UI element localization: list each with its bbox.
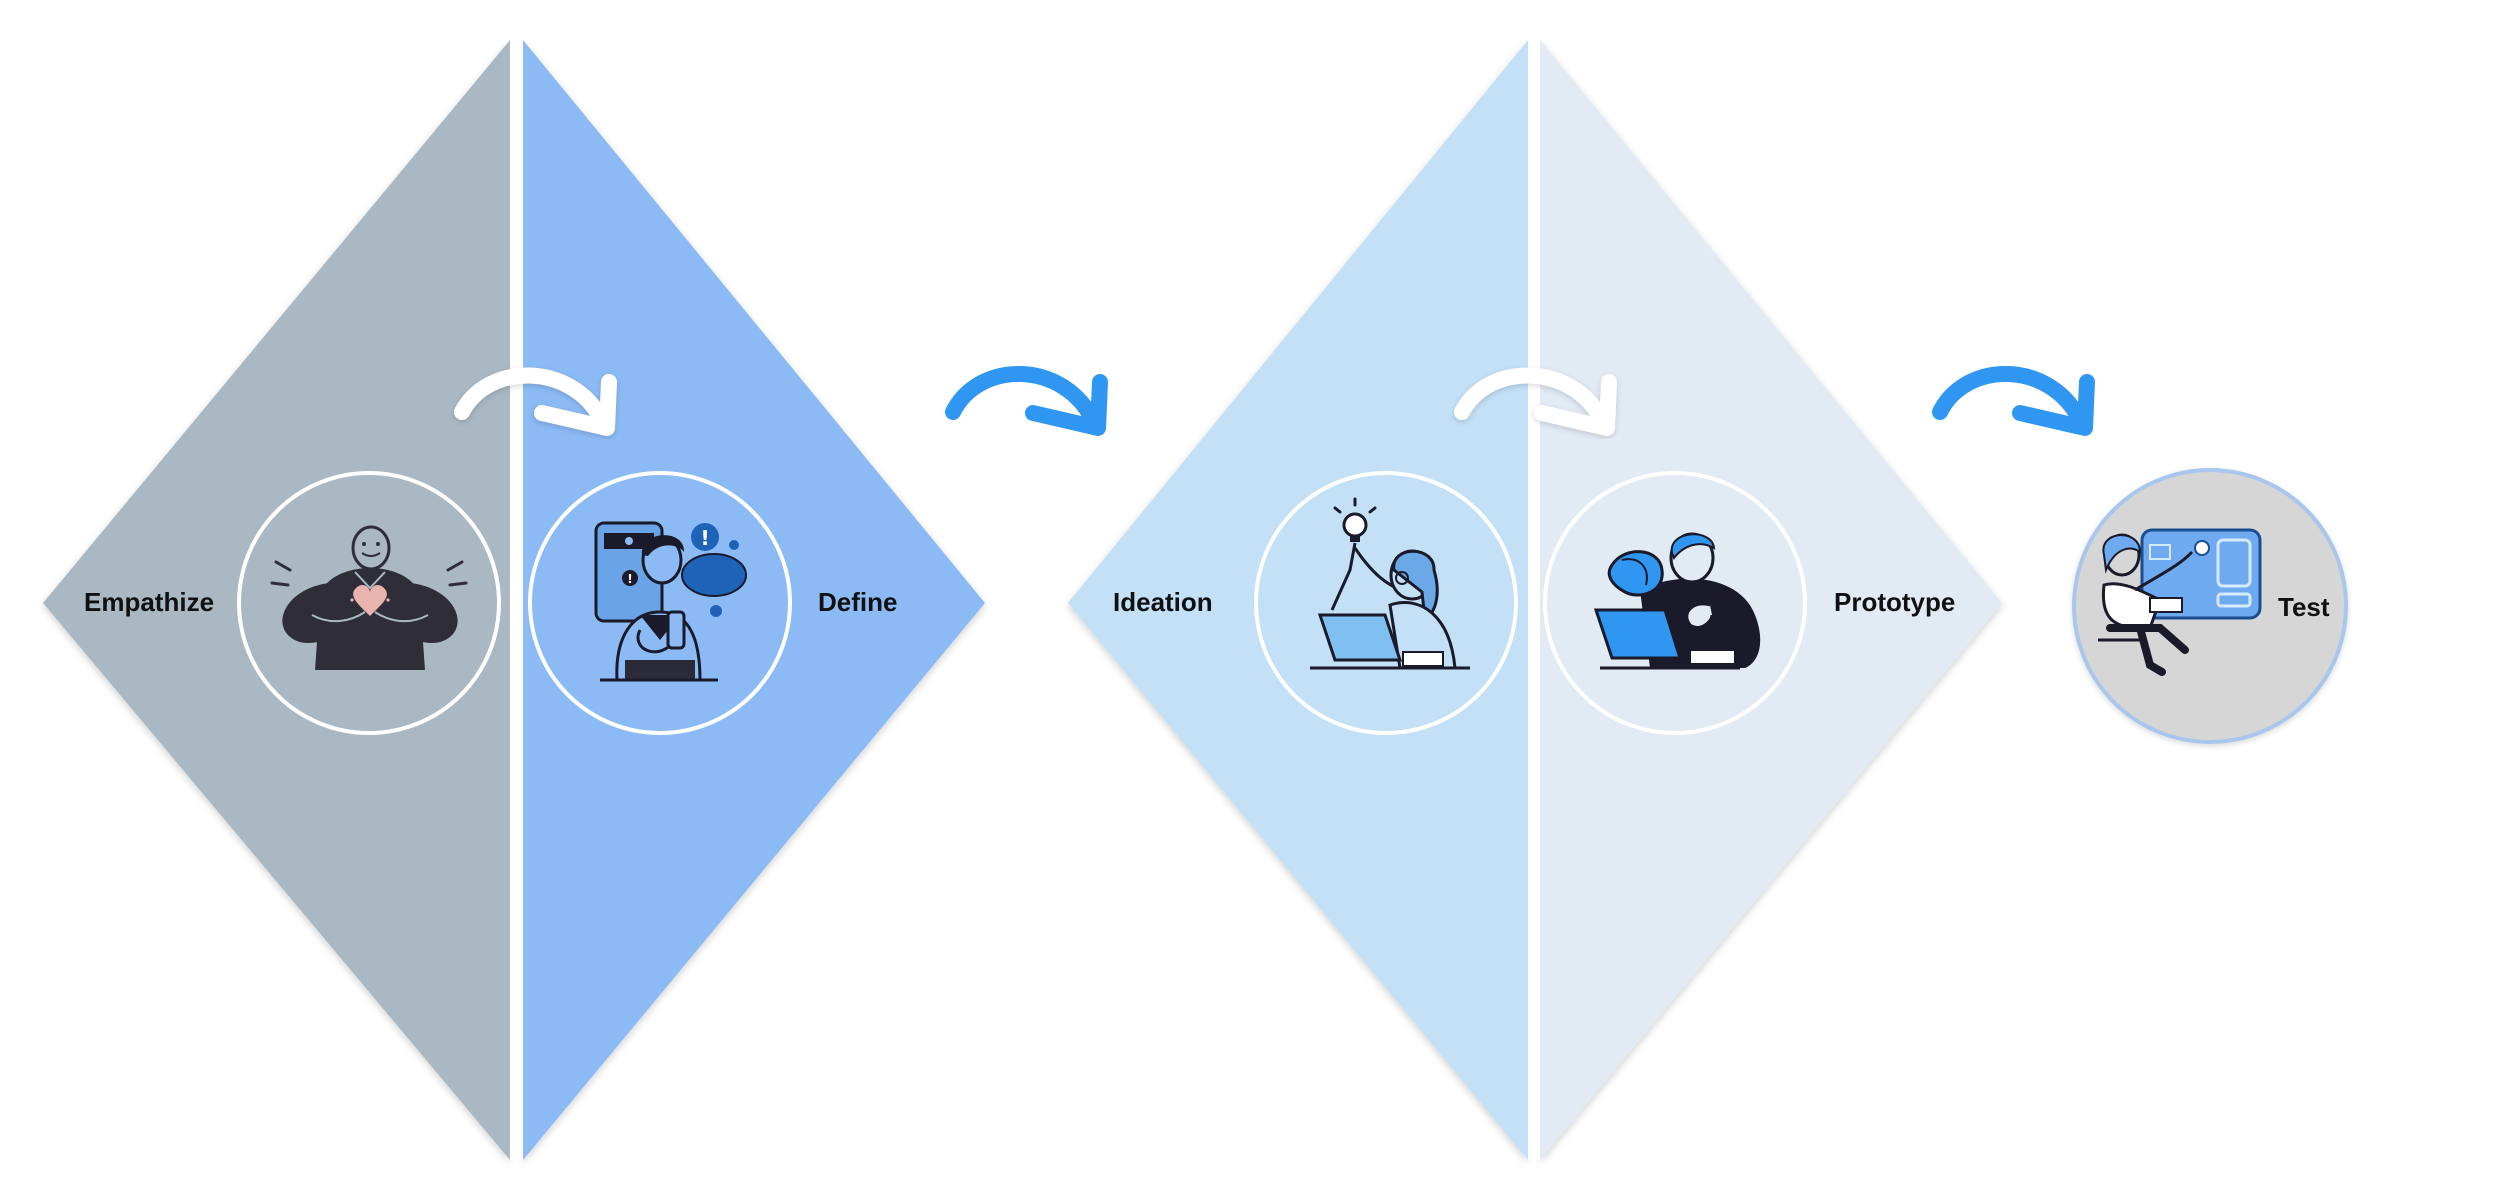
test-circle [2072, 468, 2348, 744]
empathize-circle [237, 471, 501, 735]
test-person-icon [2098, 528, 2262, 676]
stage-label-empathize: Empathize [84, 587, 214, 617]
ideation-circle [1254, 471, 1518, 735]
stage-label-define: Define [818, 587, 897, 617]
ideation-person-icon [1310, 497, 1470, 670]
stage-label-ideation: Ideation [1113, 587, 1213, 617]
prototype-circle [1543, 471, 1807, 735]
stage-label-prototype: Prototype [1834, 587, 1955, 617]
blue-curved-arrow-icon [945, 365, 1108, 436]
svg-text:!: ! [627, 572, 632, 586]
blue-curved-arrow-icon [1932, 365, 2095, 436]
white-curved-arrow-icon [454, 367, 617, 436]
white-curved-arrow-icon [1454, 367, 1617, 436]
divider [1528, 40, 1540, 1160]
empathy-person-icon [270, 525, 468, 670]
stage-label-test: Test [2278, 592, 2330, 622]
prototype-person-icon [1593, 532, 1761, 670]
define-circle: ! ! [528, 471, 792, 735]
define-person-icon: ! ! [594, 521, 747, 682]
divider [510, 40, 523, 1160]
svg-text:!: ! [700, 526, 709, 550]
